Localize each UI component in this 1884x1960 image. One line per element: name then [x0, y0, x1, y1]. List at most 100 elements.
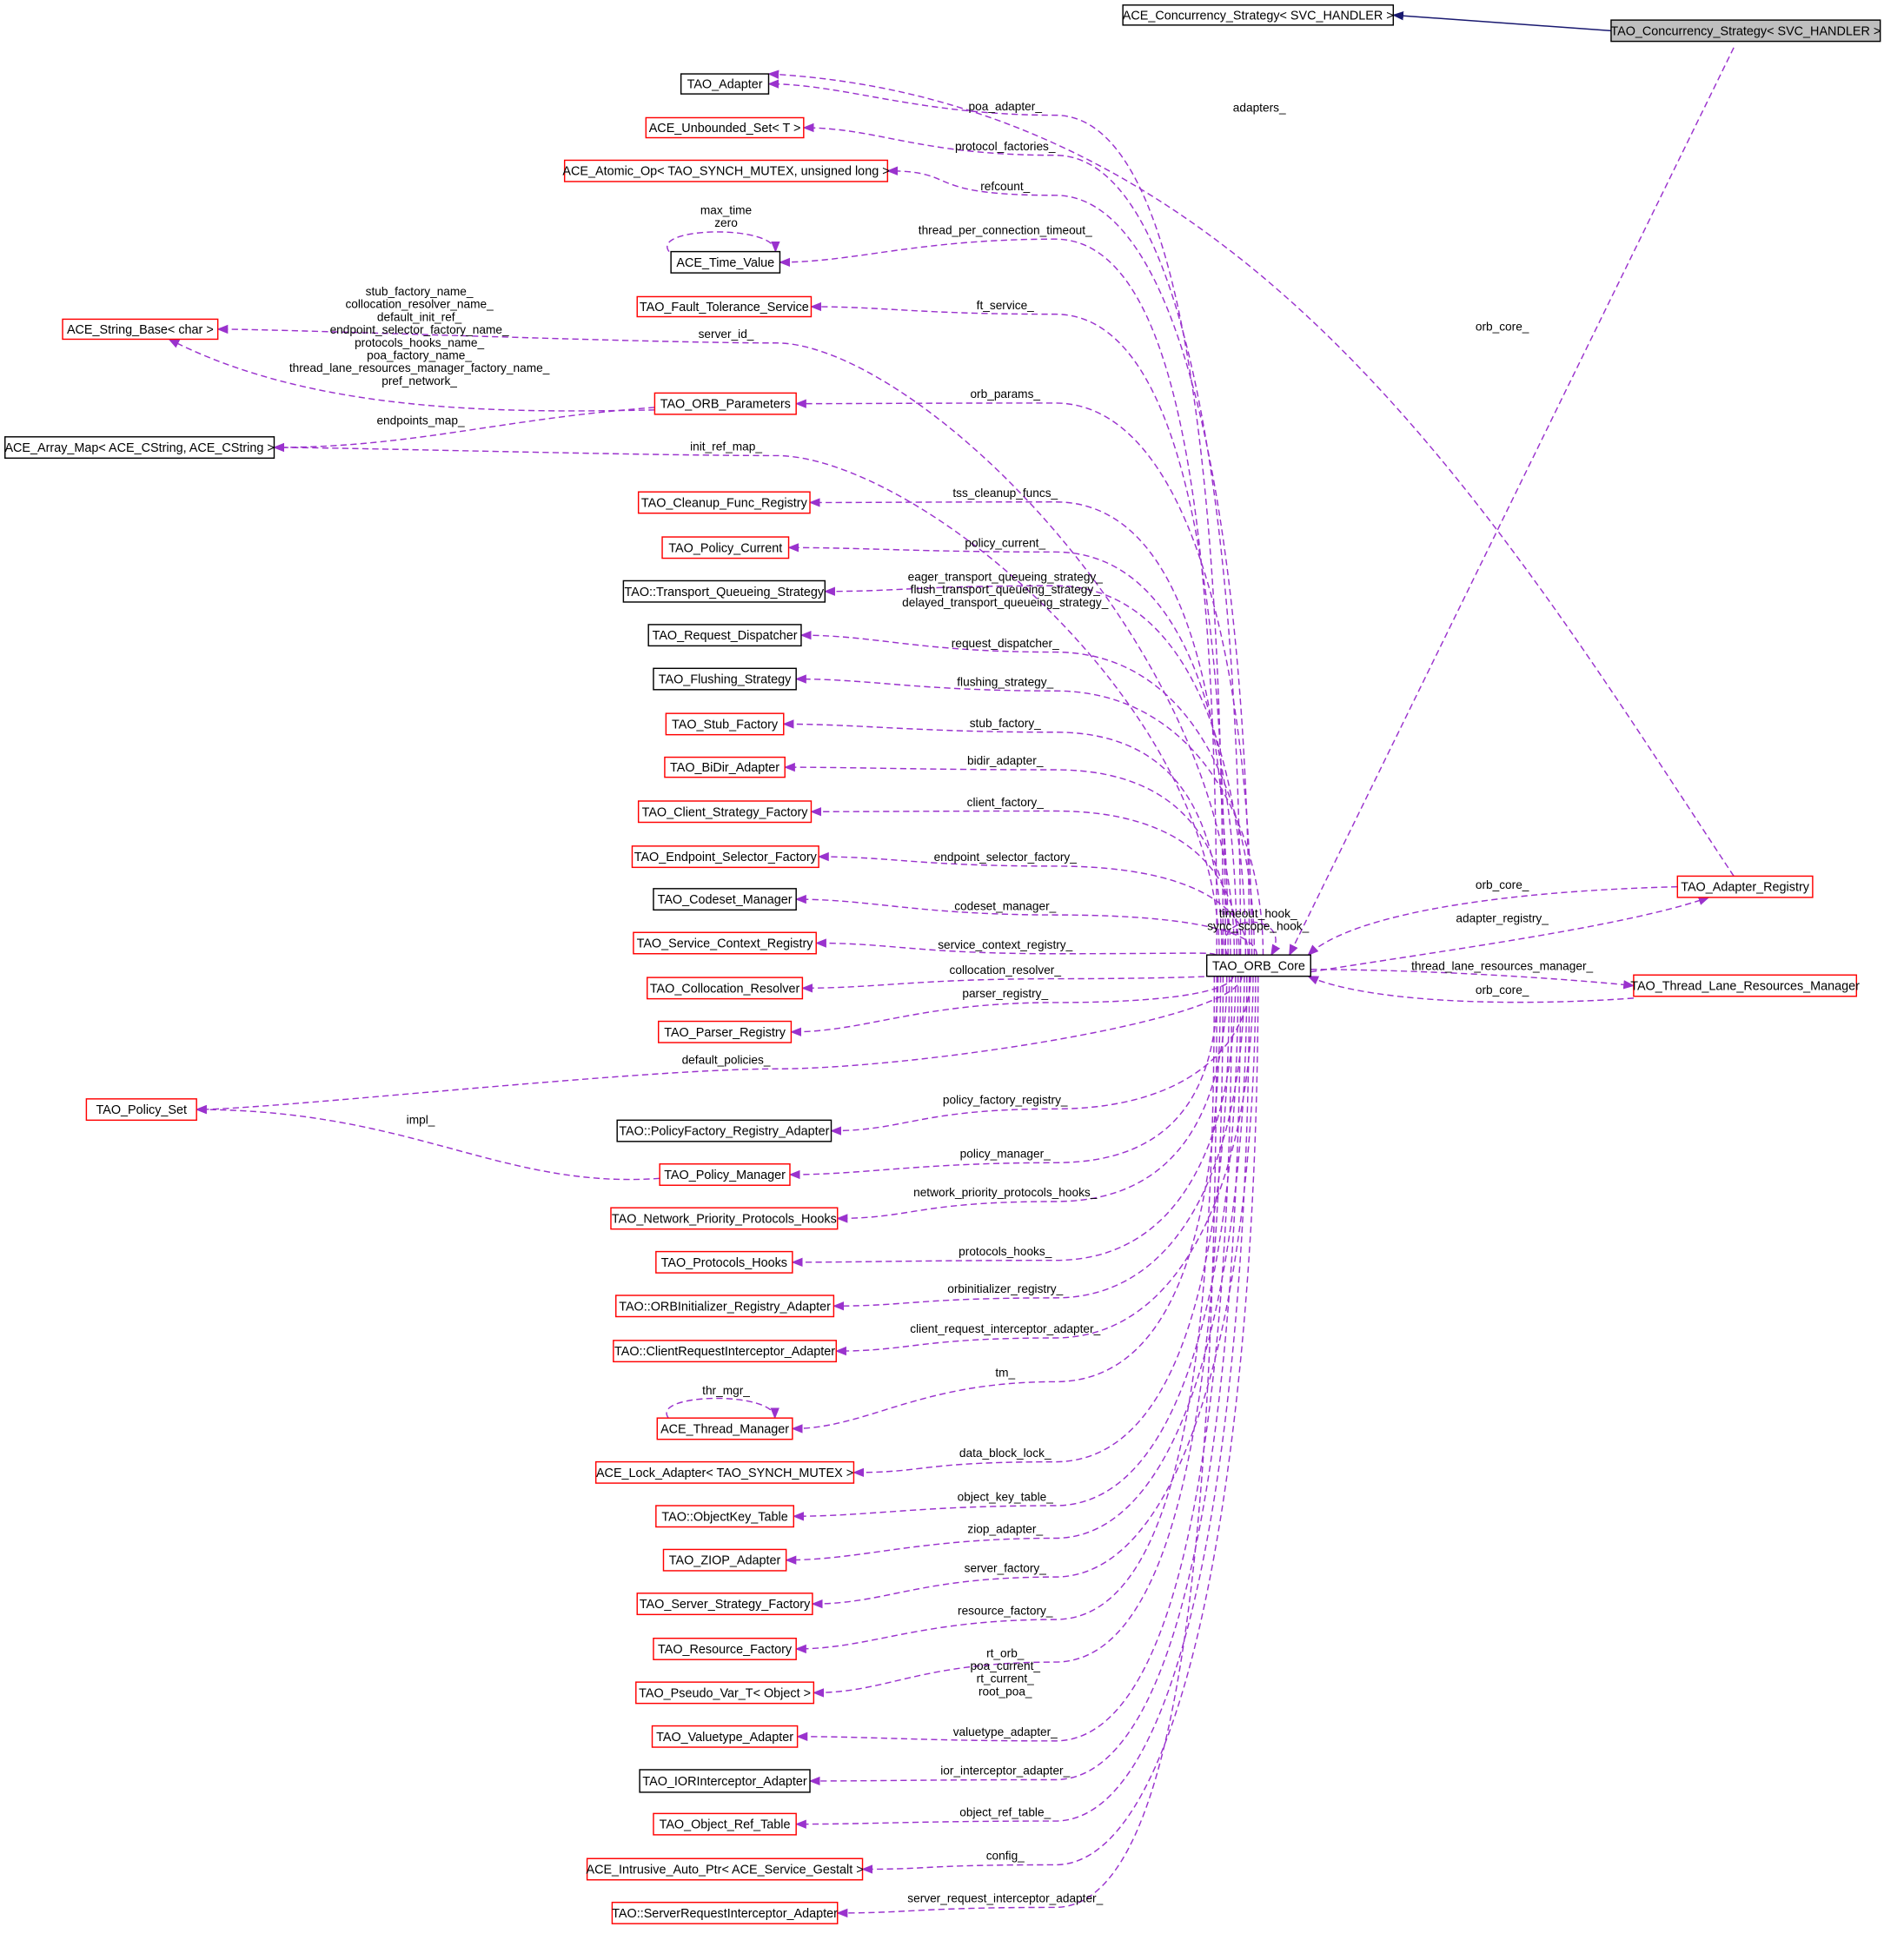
node-tao-objectkey-table[interactable]: TAO::ObjectKey_Table: [655, 1505, 795, 1528]
edge-label: codeset_manager_: [954, 899, 1056, 912]
node-tao-adapter-registry[interactable]: TAO_Adapter_Registry: [1676, 875, 1814, 898]
node-tao-policy-manager[interactable]: TAO_Policy_Manager: [659, 1163, 791, 1186]
node-ace-time-value[interactable]: ACE_Time_Value: [670, 250, 781, 274]
edge-orb-core-to-atomic-op: [886, 166, 1250, 956]
node-tao-orb-parameters[interactable]: TAO_ORB_Parameters: [653, 392, 797, 415]
edge-label: orb_core_: [1476, 320, 1529, 333]
node-tao-pseudo-var-t-object[interactable]: TAO_Pseudo_Var_T< Object >: [635, 1681, 815, 1705]
node-label: TAO_Endpoint_Selector_Factory: [634, 851, 818, 864]
edge-orb-core-to-iori: [808, 976, 1242, 1786]
node-box: [610, 1207, 839, 1230]
node-tao-stub-factory[interactable]: TAO_Stub_Factory: [665, 712, 785, 736]
node-box: [622, 579, 826, 603]
edge-orb-core-to-valuetype: [796, 976, 1233, 1742]
edge-orb-core-to-bidir: [783, 762, 1231, 956]
node-tao-parser-registry[interactable]: TAO_Parser_Registry: [657, 1020, 793, 1043]
node-tao-request-dispatcher[interactable]: TAO_Request_Dispatcher: [647, 624, 802, 647]
edge-orb-core-to-ft-service: [810, 301, 1227, 956]
node-box: [62, 318, 219, 341]
node-tao-resource-factory[interactable]: TAO_Resource_Factory: [653, 1637, 797, 1660]
node-tao-endpoint-selector-factory[interactable]: TAO_Endpoint_Selector_Factory: [631, 845, 819, 869]
node-box: [653, 888, 797, 911]
node-tao-concurrency-strategy-svc-handler[interactable]: TAO_Concurrency_Strategy< SVC_HANDLER >: [1610, 19, 1881, 43]
node-tao-protocols-hooks[interactable]: TAO_Protocols_Hooks: [655, 1250, 793, 1274]
node-tao-iorinterceptor-adapter[interactable]: TAO_IORInterceptor_Adapter: [639, 1769, 811, 1793]
node-tao-client-strategy-factory[interactable]: TAO_Client_Strategy_Factory: [637, 800, 813, 824]
node-tao-service-context-registry[interactable]: TAO_Service_Context_Registry: [633, 931, 817, 955]
edge-orb-core-to-codeset: [794, 894, 1258, 956]
node-label: TAO_Stub_Factory: [672, 718, 779, 732]
edge-label: collocation_resolver_: [950, 963, 1062, 977]
edge-concurrency-to-concurrency-base: [1392, 11, 1612, 32]
edge-orb-core-to-lock-adapter: [852, 976, 1231, 1478]
node-tao-adapter[interactable]: TAO_Adapter: [680, 73, 770, 95]
node-box: [647, 977, 804, 1000]
node-label: TAO_Fault_Tolerance_Service: [640, 301, 809, 315]
edge-orb-core-to-parser: [790, 976, 1234, 1036]
edge-thread-manager-to-thread-manager: [666, 1397, 779, 1420]
node-ace-lock-adapter-tao-synch-mutex[interactable]: ACE_Lock_Adapter< TAO_SYNCH_MUTEX >: [594, 1460, 855, 1484]
node-label: ACE_Time_Value: [676, 256, 774, 270]
node-label: TAO::PolicyFactory_Registry_Adapter: [619, 1125, 829, 1139]
node-tao-transport-queueing-strategy[interactable]: TAO::Transport_Queueing_Strategy: [622, 579, 826, 603]
edge-orb-core-to-orb-core: [1224, 921, 1281, 957]
node-tao-policy-current[interactable]: TAO_Policy_Current: [661, 536, 790, 560]
node-ace-atomic-op-tao-synch-mutex-unsigned-long[interactable]: ACE_Atomic_Op< TAO_SYNCH_MUTEX, unsigned…: [562, 159, 890, 182]
node-ace-intrusive-auto-ptr-ace-service-gestalt[interactable]: ACE_Intrusive_Auto_Ptr< ACE_Service_Gest…: [586, 1857, 864, 1881]
node-box: [653, 392, 797, 415]
node-tao-serverrequestinterceptor-adapter[interactable]: TAO::ServerRequestInterceptor_Adapter: [611, 1901, 839, 1924]
node-label: TAO_ZIOP_Adapter: [669, 1554, 781, 1568]
node-box: [631, 845, 819, 869]
edge-orb-core-to-tq-strategy: [824, 585, 1247, 956]
edge-label: rt_orb_: [986, 1646, 1025, 1659]
node-tao-collocation-resolver[interactable]: TAO_Collocation_Resolver: [647, 977, 804, 1000]
edge-label: request_dispatcher_: [952, 637, 1059, 650]
node-box: [665, 712, 785, 736]
node-tao-flushing-strategy[interactable]: TAO_Flushing_Strategy: [653, 667, 797, 691]
edge-policy-manager-to-policy-set: [195, 1104, 660, 1181]
node-ace-thread-manager[interactable]: ACE_Thread_Manager: [656, 1417, 793, 1440]
node-ace-string-base-char[interactable]: ACE_String_Base< char >: [62, 318, 219, 341]
edge-orb-core-to-orb-parameters: [794, 399, 1253, 956]
node-tao-orbinitializer-registry-adapter[interactable]: TAO::ORBInitializer_Registry_Adapter: [615, 1295, 835, 1318]
edge-orb-core-to-time-value: [779, 238, 1217, 956]
node-ace-concurrency-strategy-svc-handler[interactable]: ACE_Concurrency_Strategy< SVC_HANDLER >: [1122, 4, 1395, 26]
node-tao-ziop-adapter[interactable]: TAO_ZIOP_Adapter: [662, 1548, 787, 1572]
edge-concurrency-to-orb-core: [1289, 47, 1735, 957]
node-box: [4, 436, 275, 460]
node-box: [651, 1725, 799, 1748]
node-tao-network-priority-protocols-hooks[interactable]: TAO_Network_Priority_Protocols_Hooks: [610, 1207, 839, 1230]
node-tao-bidir-adapter[interactable]: TAO_BiDir_Adapter: [664, 756, 786, 778]
node-box: [611, 1901, 839, 1924]
node-tao-orb-core[interactable]: TAO_ORB_Core: [1205, 954, 1311, 977]
node-label: ACE_Unbounded_Set< T >: [649, 122, 801, 136]
node-tao-thread-lane-resources-manager[interactable]: TAO_Thread_Lane_Resources_Manager: [1630, 974, 1860, 997]
node-tao-policyfactory-registry-adapter[interactable]: TAO::PolicyFactory_Registry_Adapter: [616, 1119, 833, 1142]
edge-label: pref_network_: [381, 374, 457, 387]
node-tao-valuetype-adapter[interactable]: TAO_Valuetype_Adapter: [651, 1725, 799, 1748]
edge-label: parser_registry_: [962, 987, 1048, 1000]
edge-label: object_ref_table_: [959, 1805, 1051, 1818]
edge-label: server_factory_: [965, 1561, 1047, 1574]
edge-label: policy_current_: [965, 537, 1045, 550]
edge-orb-core-to-policy-current: [787, 543, 1237, 956]
node-tao-codeset-manager[interactable]: TAO_Codeset_Manager: [653, 888, 797, 911]
node-ace-unbounded-set-t[interactable]: ACE_Unbounded_Set< T >: [645, 116, 805, 139]
node-box: [1610, 19, 1881, 43]
node-box: [615, 1295, 835, 1318]
node-tao-object-ref-table[interactable]: TAO_Object_Ref_Table: [653, 1812, 797, 1836]
node-tao-server-strategy-factory[interactable]: TAO_Server_Strategy_Factory: [636, 1592, 813, 1616]
node-label: TAO_BiDir_Adapter: [670, 761, 779, 775]
node-tao-clientrequestinterceptor-adapter[interactable]: TAO::ClientRequestInterceptor_Adapter: [613, 1340, 837, 1363]
edge-label: config_: [986, 1850, 1025, 1863]
node-label: TAO_Parser_Registry: [664, 1026, 786, 1040]
node-label: TAO_Codeset_Manager: [658, 893, 793, 907]
node-tao-policy-set[interactable]: TAO_Policy_Set: [85, 1098, 197, 1122]
node-layer: ACE_Concurrency_Strategy< SVC_HANDLER > T…: [4, 4, 1881, 1924]
node-ace-array-map-ace-cstring-ace-cstring[interactable]: ACE_Array_Map< ACE_CString, ACE_CString …: [4, 436, 275, 460]
node-tao-cleanup-func-registry[interactable]: TAO_Cleanup_Func_Registry: [637, 491, 811, 514]
node-label: TAO_Concurrency_Strategy< SVC_HANDLER >: [1610, 24, 1881, 38]
node-tao-fault-tolerance-service[interactable]: TAO_Fault_Tolerance_Service: [636, 295, 813, 318]
edge-orb-core-to-unbounded-set: [802, 122, 1242, 956]
edge-label: eager_transport_queueing_strategy_: [908, 570, 1104, 583]
